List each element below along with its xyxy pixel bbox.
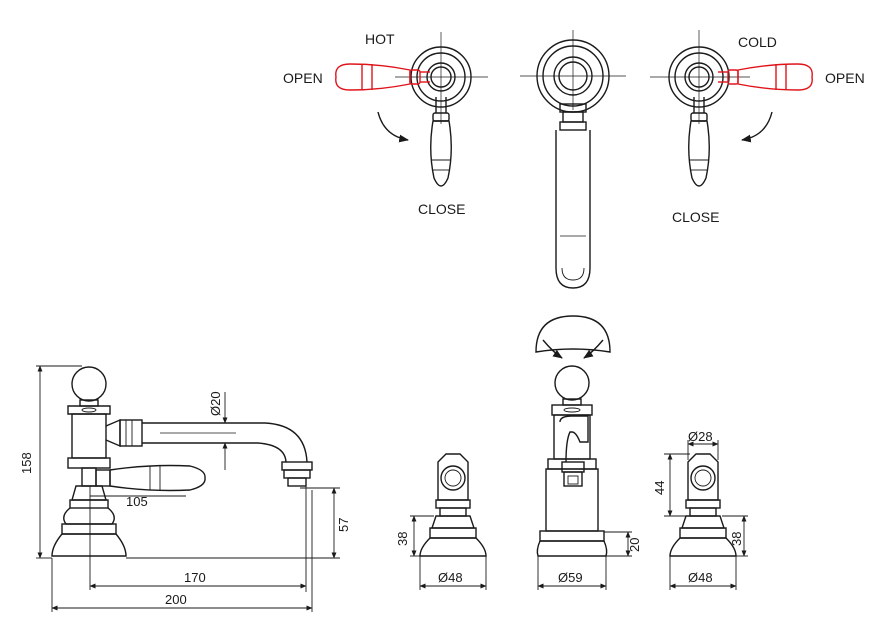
hot-label: HOT	[365, 31, 395, 47]
hot-valve-top	[335, 32, 488, 187]
dim-d20: Ø20	[208, 391, 223, 416]
dim-d48-right: Ø48	[688, 570, 713, 585]
side-view: 158 105 Ø20 57 170 200	[19, 365, 351, 612]
open-label-left: OPEN	[283, 70, 323, 86]
dim-d28: Ø28	[688, 429, 713, 444]
front-view: 38 Ø48 20	[395, 315, 748, 590]
close-label-right: CLOSE	[672, 209, 719, 225]
open-label-right: OPEN	[825, 70, 865, 86]
dim-105: 105	[126, 494, 148, 509]
dim-d48-left: Ø48	[438, 570, 463, 585]
front-right-valve: Ø28 44 38 Ø48	[652, 429, 748, 590]
spout-top	[520, 30, 626, 289]
dim-20: 20	[627, 538, 642, 552]
front-left-valve: 38 Ø48	[395, 453, 487, 590]
dim-57: 57	[336, 518, 351, 532]
cold-lever-open	[718, 63, 813, 91]
dim-158: 158	[19, 452, 34, 474]
dim-44: 44	[652, 481, 667, 495]
dim-170: 170	[184, 570, 206, 585]
dim-200: 200	[165, 592, 187, 607]
top-view: HOT COLD OPEN OPEN CLOSE CLOSE	[283, 30, 865, 289]
cold-valve-top	[650, 30, 813, 187]
hot-lever-open	[335, 63, 430, 91]
close-label-left: CLOSE	[418, 201, 465, 217]
front-spout: 20 Ø59	[535, 315, 642, 590]
hot-lever-closed	[430, 97, 452, 187]
cold-label: COLD	[738, 34, 777, 50]
dim-38-right: 38	[729, 532, 744, 546]
dim-d59: Ø59	[558, 570, 583, 585]
dim-38-left: 38	[395, 532, 410, 546]
cold-lever-closed	[688, 97, 710, 187]
